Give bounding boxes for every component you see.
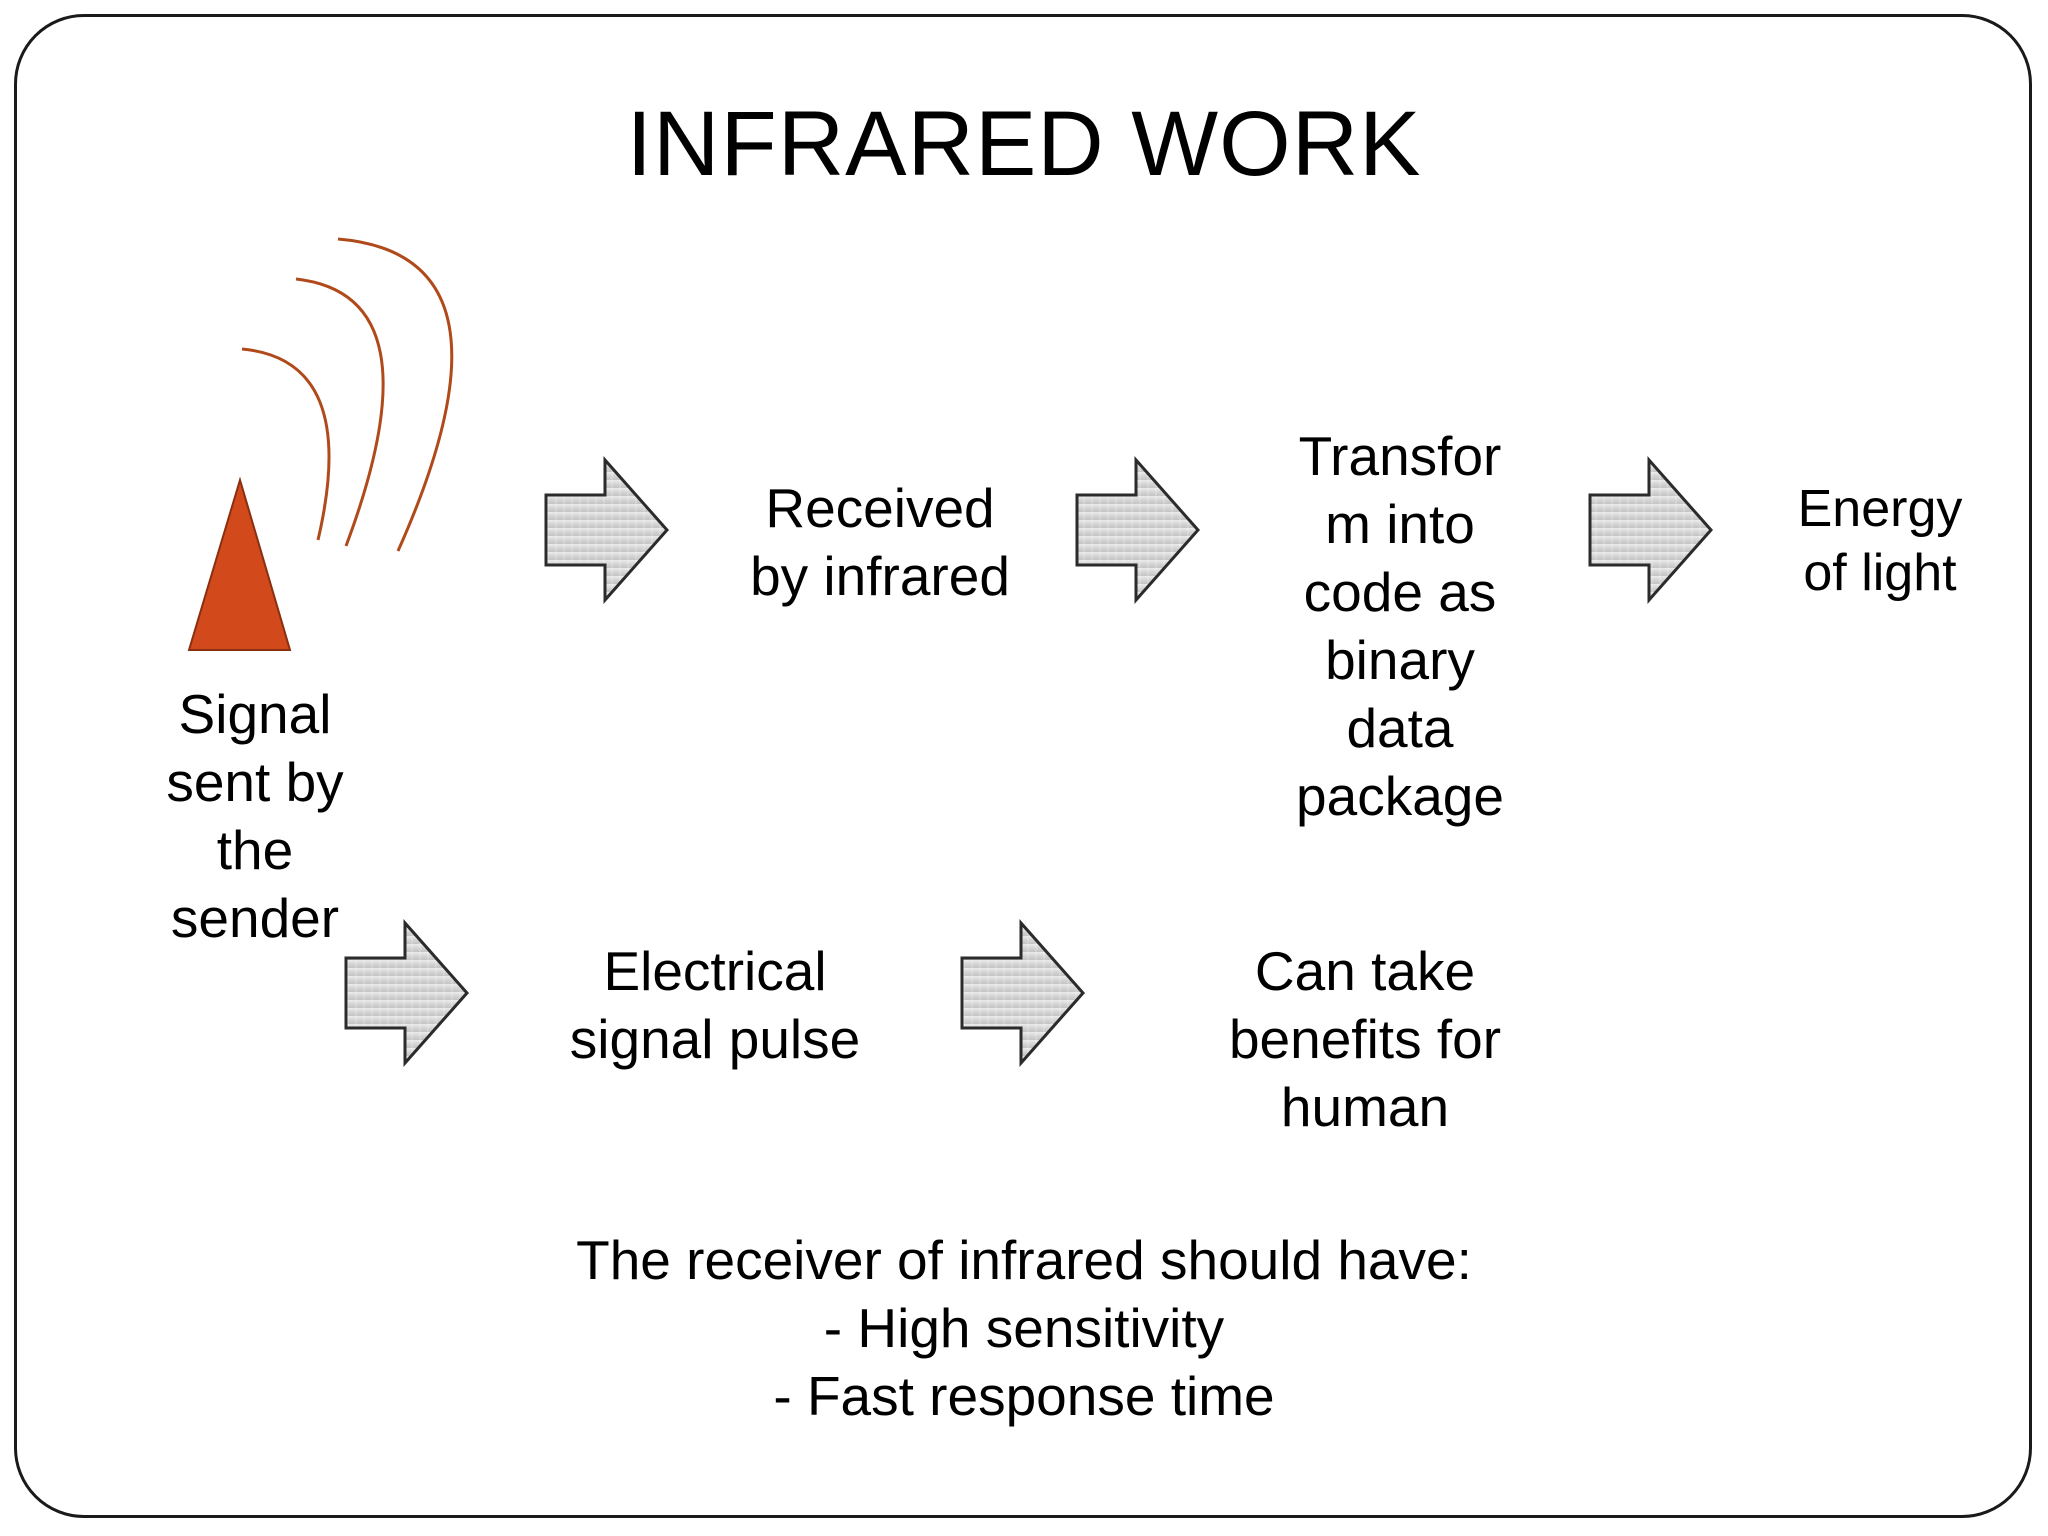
step-benefits-for-human: Can take benefits for human — [1228, 940, 1502, 1138]
receiver-requirements: The receiver of infrared should have: - … — [0, 1226, 2048, 1430]
step-transform-to-binary: Transfor m into code as binary data pack… — [1296, 425, 1504, 827]
step-electrical-signal-pulse: Electrical signal pulse — [569, 940, 861, 1070]
requirement-item: - Fast response time — [773, 1365, 1275, 1427]
step-received-by-infrared: Received by infrared — [750, 477, 1010, 607]
requirement-item: - High sensitivity — [823, 1297, 1225, 1359]
slide-title: INFRARED WORK — [626, 93, 1422, 195]
requirements-heading: The receiver of infrared should have: — [576, 1229, 1472, 1291]
step-signal-sent: Signal sent by the sender — [166, 683, 344, 949]
step-energy-of-light: Energy of light — [1797, 480, 1963, 602]
